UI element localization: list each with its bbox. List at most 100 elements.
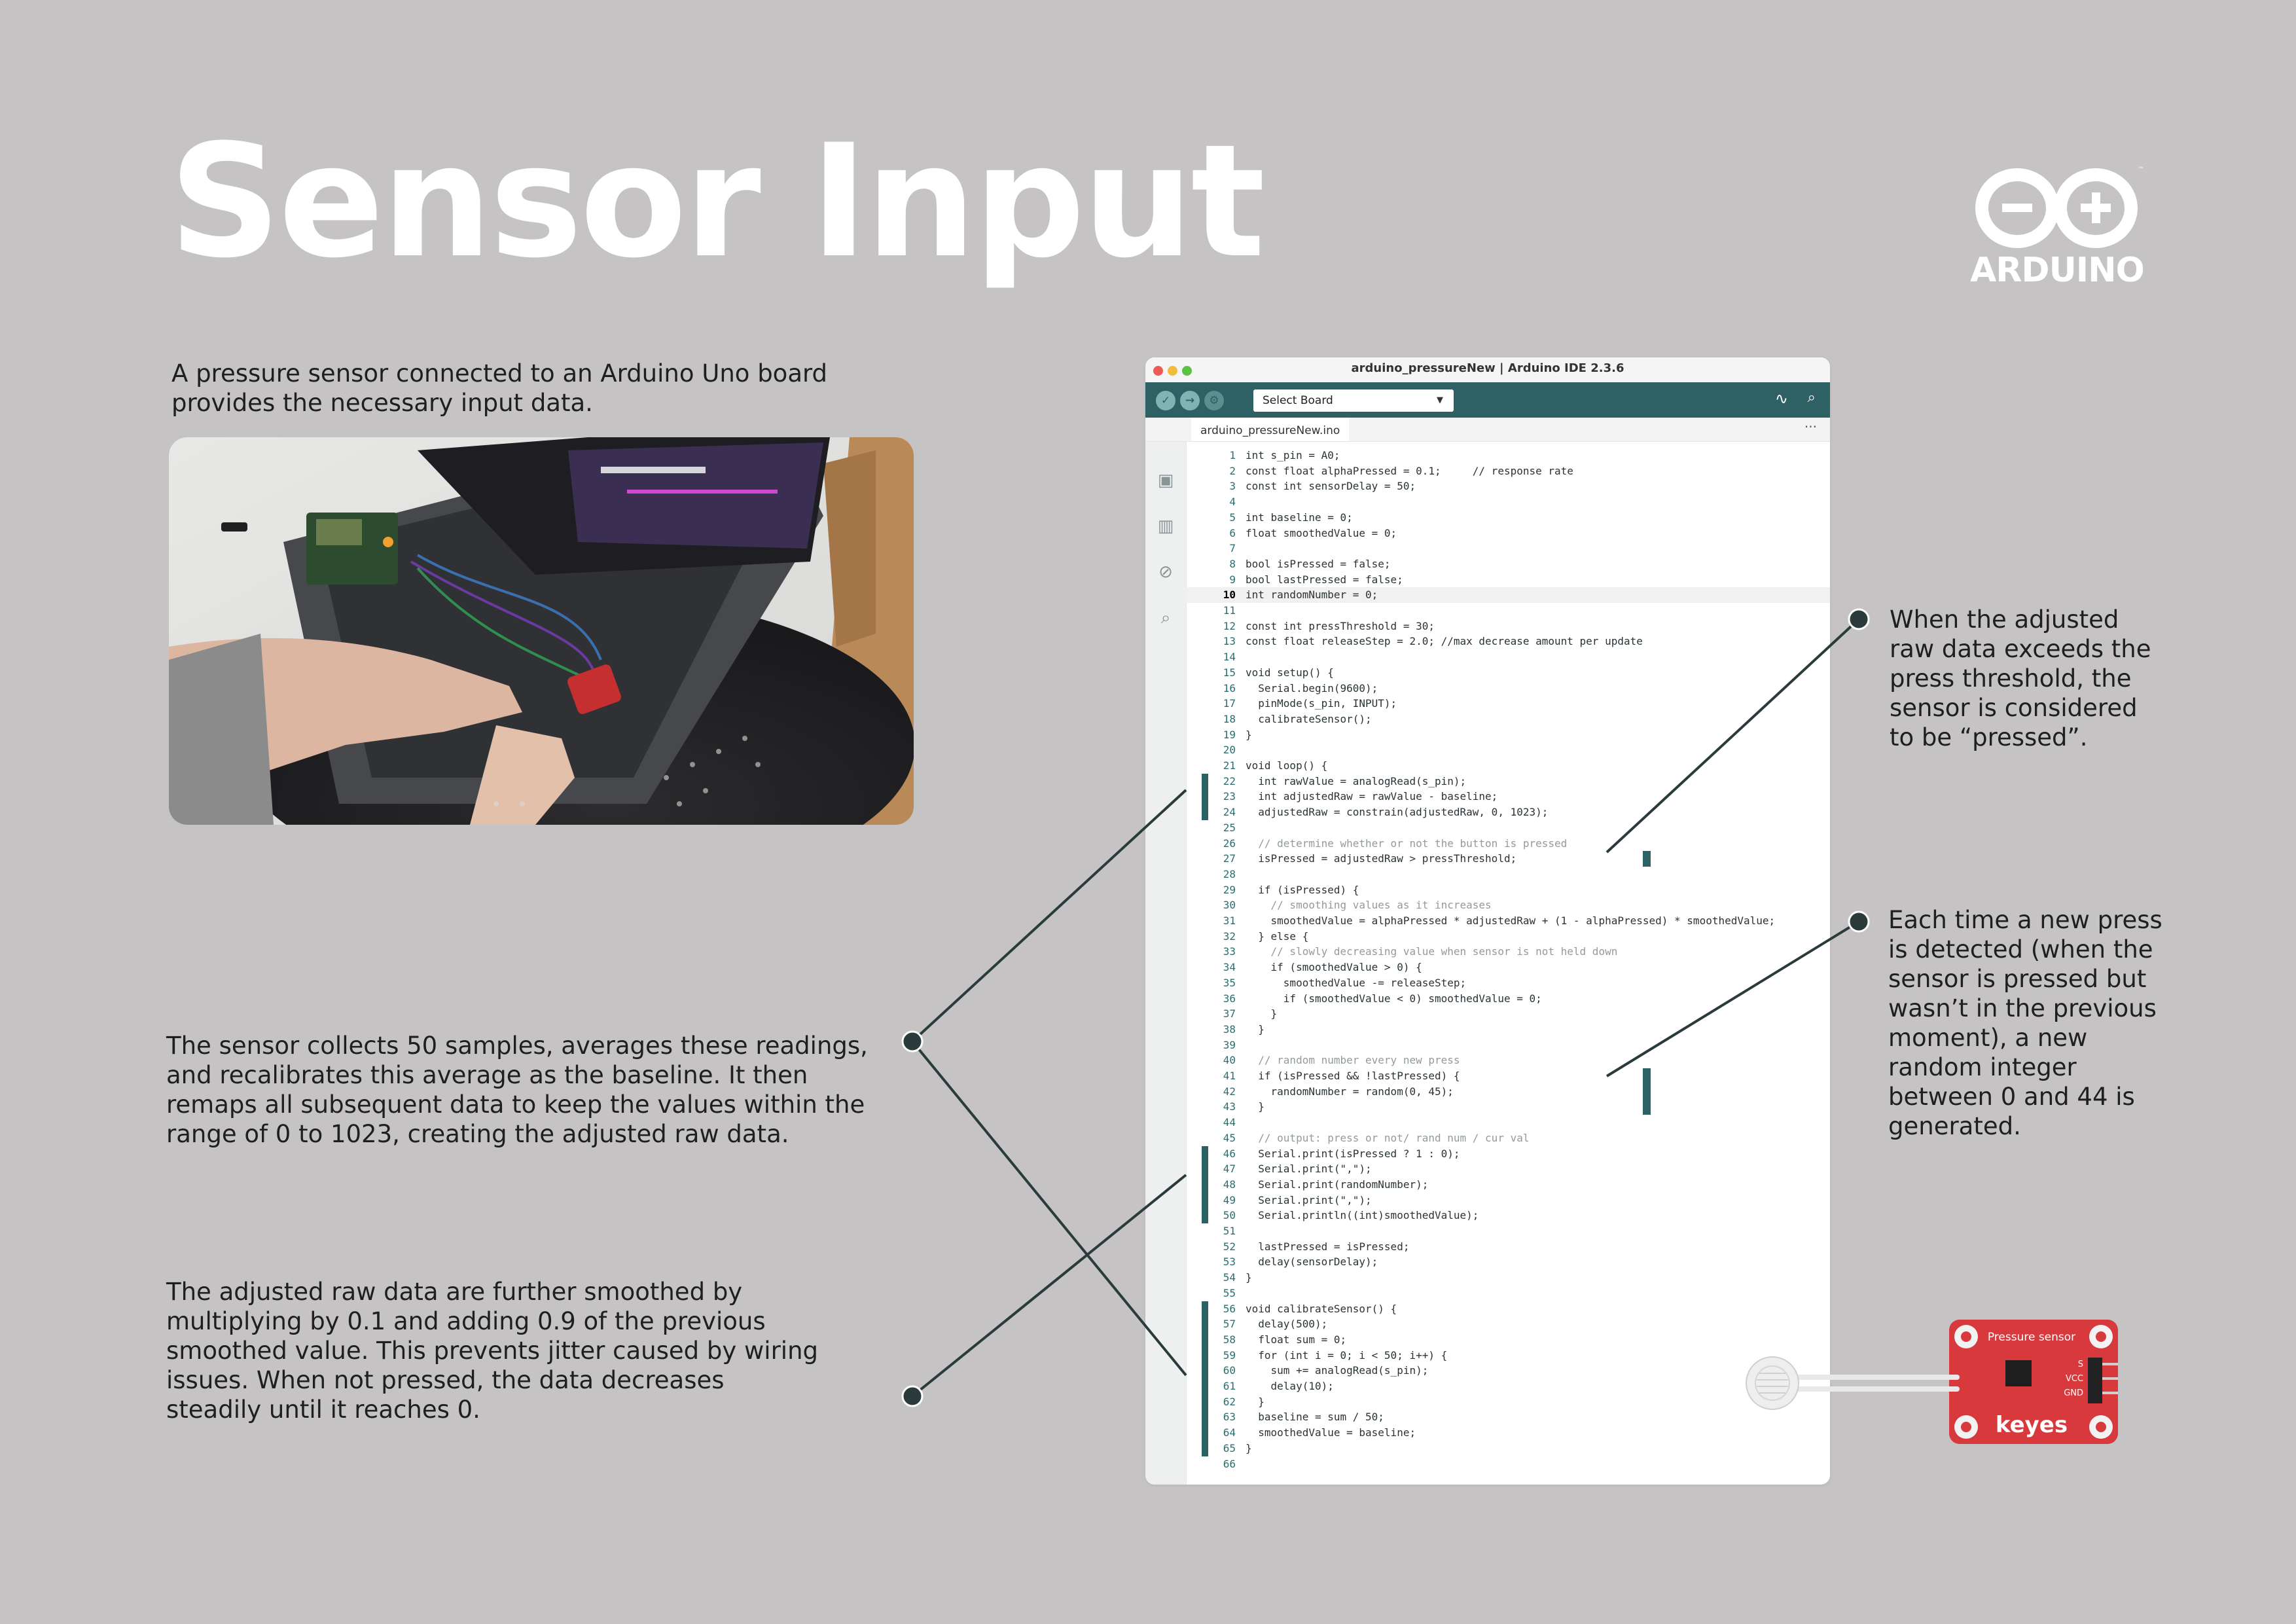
close-window-button[interactable]	[1153, 366, 1163, 376]
serial-plotter-icon[interactable]: ∿	[1774, 389, 1788, 408]
serial-monitor-icon[interactable]: ⌕	[1807, 389, 1816, 406]
annotation-marker-bar	[1643, 1068, 1651, 1115]
debug-button[interactable]: ⚙	[1204, 391, 1224, 410]
line-number: 14	[1223, 651, 1236, 664]
code-line: smoothedValue = alphaPressed * adjustedR…	[1246, 914, 1776, 927]
code-line: }	[1246, 1022, 1265, 1036]
badge-title: Pressure sensor	[1988, 1331, 2075, 1344]
line-number: 51	[1223, 1225, 1236, 1237]
more-options-icon[interactable]: ···	[1804, 419, 1817, 435]
page-title: Sensor Input	[169, 111, 1265, 293]
line-number: 36	[1223, 992, 1236, 1005]
code-line: float sum = 0;	[1246, 1333, 1347, 1346]
code-line: const int pressThreshold = 30;	[1246, 619, 1435, 632]
line-number: 3	[1229, 480, 1236, 493]
verify-button[interactable]: ✓	[1156, 391, 1175, 410]
line-number: 12	[1223, 619, 1236, 632]
window-titlebar: arduino_pressureNew | Arduino IDE 2.3.6	[1145, 357, 1830, 383]
line-number: 7	[1229, 542, 1236, 555]
line-number: 53	[1223, 1255, 1236, 1269]
line-number: 10	[1223, 588, 1236, 602]
force-sensitive-resistor-image	[1746, 1356, 1960, 1410]
search-icon[interactable]: ⌕	[1160, 608, 1171, 628]
code-line: // smoothing values as it increases	[1246, 899, 1492, 912]
board-select-label: Select Board	[1263, 394, 1333, 407]
change-marker-bar	[1202, 1146, 1208, 1223]
code-line: const float releaseStep = 2.0; //max dec…	[1246, 635, 1643, 648]
code-line: Serial.print(randomNumber);	[1246, 1178, 1429, 1191]
intro-paragraph: A pressure sensor connected to an Arduin…	[171, 359, 828, 417]
code-line: Serial.begin(9600);	[1246, 681, 1378, 695]
line-number: 1	[1229, 449, 1236, 461]
line-number: 45	[1223, 1131, 1236, 1144]
pressure-sensor-module-image: Pressure sensor keyes S VCC GND	[1949, 1320, 2118, 1444]
code-line: delay(10);	[1246, 1380, 1334, 1392]
line-number: 38	[1223, 1022, 1236, 1036]
code-line: void setup() {	[1246, 666, 1334, 679]
ide-toolbar: ✓ → ⚙ Select Board ▼ ∿ ⌕	[1145, 382, 1830, 418]
svg-text:™: ™	[2138, 166, 2144, 173]
line-number: 29	[1223, 883, 1236, 896]
maximize-window-button[interactable]	[1182, 366, 1192, 376]
change-marker-bar	[1202, 773, 1208, 820]
code-line: smoothedValue -= releaseStep;	[1246, 976, 1467, 989]
connector-dot	[1848, 911, 1870, 933]
line-number: 55	[1223, 1286, 1236, 1299]
minimize-window-button[interactable]	[1168, 366, 1177, 376]
connector-press-to-threshold	[1605, 618, 1860, 854]
smoothing-paragraph: The adjusted raw data are further smooth…	[166, 1278, 819, 1424]
code-line: smoothedValue = baseline;	[1246, 1426, 1416, 1439]
connector-smooth-to-output	[911, 1174, 1187, 1398]
code-line: }	[1246, 1007, 1278, 1020]
line-number: 9	[1229, 573, 1236, 586]
line-number: 56	[1223, 1302, 1236, 1315]
line-number: 61	[1223, 1380, 1236, 1392]
code-line: bool lastPressed = false;	[1246, 573, 1403, 586]
line-number: 25	[1223, 821, 1236, 834]
boards-manager-icon[interactable]: ▣	[1157, 471, 1174, 490]
press-threshold-paragraph: When the adjusted raw data exceeds the p…	[1890, 605, 2151, 751]
library-manager-icon[interactable]: ▥	[1157, 516, 1174, 536]
sensor-calibration-paragraph: The sensor collects 50 samples, averages…	[166, 1032, 868, 1148]
line-number: 6	[1229, 526, 1236, 539]
line-number: 42	[1223, 1085, 1236, 1098]
line-number: 64	[1223, 1426, 1236, 1439]
code-line: } else {	[1246, 929, 1309, 943]
code-line: adjustedRaw = constrain(adjustedRaw, 0, …	[1246, 806, 1549, 819]
line-number: 21	[1223, 759, 1236, 772]
code-line: const int sensorDelay = 50;	[1246, 480, 1416, 493]
code-line: randomNumber = random(0, 45);	[1246, 1085, 1454, 1098]
line-number: 33	[1223, 945, 1236, 958]
editor-tabbar: arduino_pressureNew.ino ···	[1145, 418, 1830, 442]
connector-sensor-to-loop	[911, 789, 1187, 1043]
code-line: int baseline = 0;	[1246, 511, 1353, 524]
connector-random-to-new-press	[1605, 920, 1860, 1077]
line-number: 35	[1223, 976, 1236, 989]
debug-icon[interactable]: ⊘	[1158, 562, 1173, 582]
code-line: if (smoothedValue > 0) {	[1246, 961, 1422, 974]
code-line: float smoothedValue = 0;	[1246, 526, 1397, 539]
line-number: 62	[1223, 1395, 1236, 1408]
arduino-wordmark: ARDUINO	[1970, 251, 2144, 289]
tab-arduino-pressurenew[interactable]: arduino_pressureNew.ino	[1191, 418, 1350, 441]
line-number: 26	[1223, 837, 1236, 850]
upload-button[interactable]: →	[1180, 391, 1200, 410]
code-line: // output: press or not/ rand num / cur …	[1246, 1131, 1530, 1144]
line-number: 37	[1223, 1007, 1236, 1020]
random-number-paragraph: Each time a new press is detected (when …	[1888, 906, 2162, 1140]
board-select-dropdown[interactable]: Select Board ▼	[1253, 389, 1454, 412]
line-number: 59	[1223, 1348, 1236, 1362]
line-number: 48	[1223, 1178, 1236, 1191]
line-number: 11	[1223, 604, 1236, 617]
code-line: if (isPressed) {	[1246, 883, 1359, 896]
code-line: if (smoothedValue < 0) smoothedValue = 0…	[1246, 992, 1542, 1005]
line-number: 13	[1223, 635, 1236, 648]
line-number: 44	[1223, 1116, 1236, 1129]
line-number: 60	[1223, 1364, 1236, 1377]
code-line: if (isPressed && !lastPressed) {	[1246, 1070, 1460, 1082]
code-line: Serial.print(",");	[1246, 1163, 1372, 1176]
code-line: pinMode(s_pin, INPUT);	[1246, 697, 1397, 710]
line-number: 18	[1223, 712, 1236, 725]
